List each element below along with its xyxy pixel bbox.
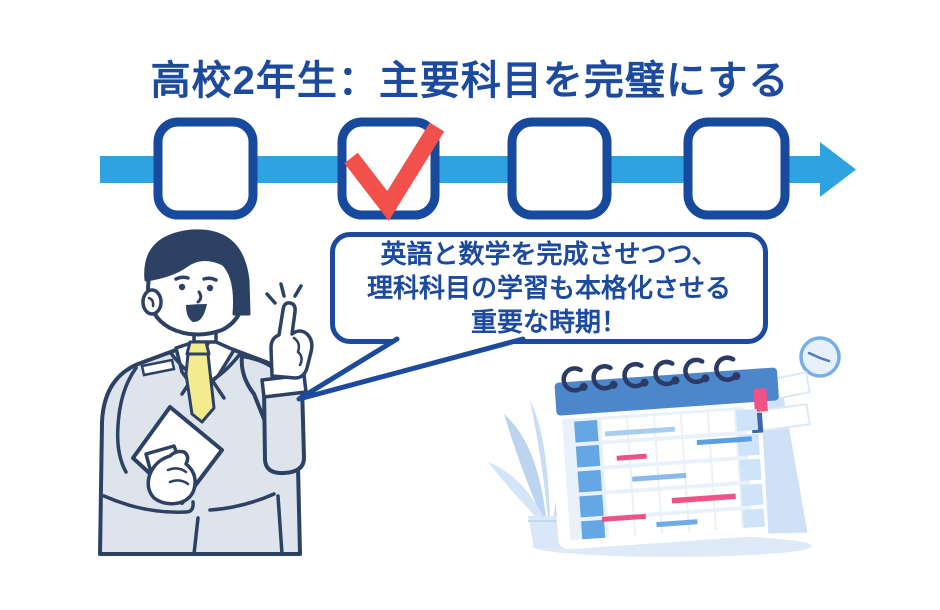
knuckle-line [296,350,303,367]
speech-bubble-line: 理科科目の学習も本格化させる [366,273,731,303]
speech-bubble: 英語と数学を完成させつつ、 理科科目の学習も本格化させる 重要な時期！ [330,232,768,344]
timeline-step-1 [153,117,258,220]
trouser-seam [192,516,200,556]
eye [178,283,186,291]
calendar-scene [488,336,841,557]
speech-bubble-line: 英語と数学を完成させつつ、 [380,239,718,269]
trouser-seam [276,494,284,556]
page-title: 高校2年生：主要科目を完璧にする [150,59,790,103]
finger-line [166,467,188,474]
spiral-rings [561,355,739,393]
speech-bubble-line: 重要な時期！ [470,307,627,337]
pocket-square [140,358,176,377]
timeline-step-4 [683,117,790,220]
sleeve-seam [115,366,138,474]
eye [206,284,214,292]
calendar-tab-pink [753,388,768,412]
calendar-right-column [735,408,765,529]
timeline-step-3 [507,117,612,220]
desk-calendar [549,355,812,550]
knuckle-line [292,336,301,354]
calendar-left-column [574,419,606,540]
calendar-event-bars [601,426,752,528]
eyebrow [174,275,190,281]
forearm-sleeve [262,382,306,476]
check-icon [344,122,445,221]
finger-line [168,479,190,486]
ear-line [147,296,155,308]
left-hand [146,449,197,506]
jacket-hem [102,494,195,514]
nose [196,290,203,304]
mouth [186,304,207,323]
emphasis-marks-icon [265,282,303,305]
speech-bubble-tail [296,336,526,402]
jacket-hem [208,492,276,512]
tie [184,340,216,424]
businessman-illustration [98,229,314,556]
clock-icon [799,336,841,378]
eyebrow [202,276,218,282]
hair [144,229,251,316]
timeline-diagram [100,117,856,221]
